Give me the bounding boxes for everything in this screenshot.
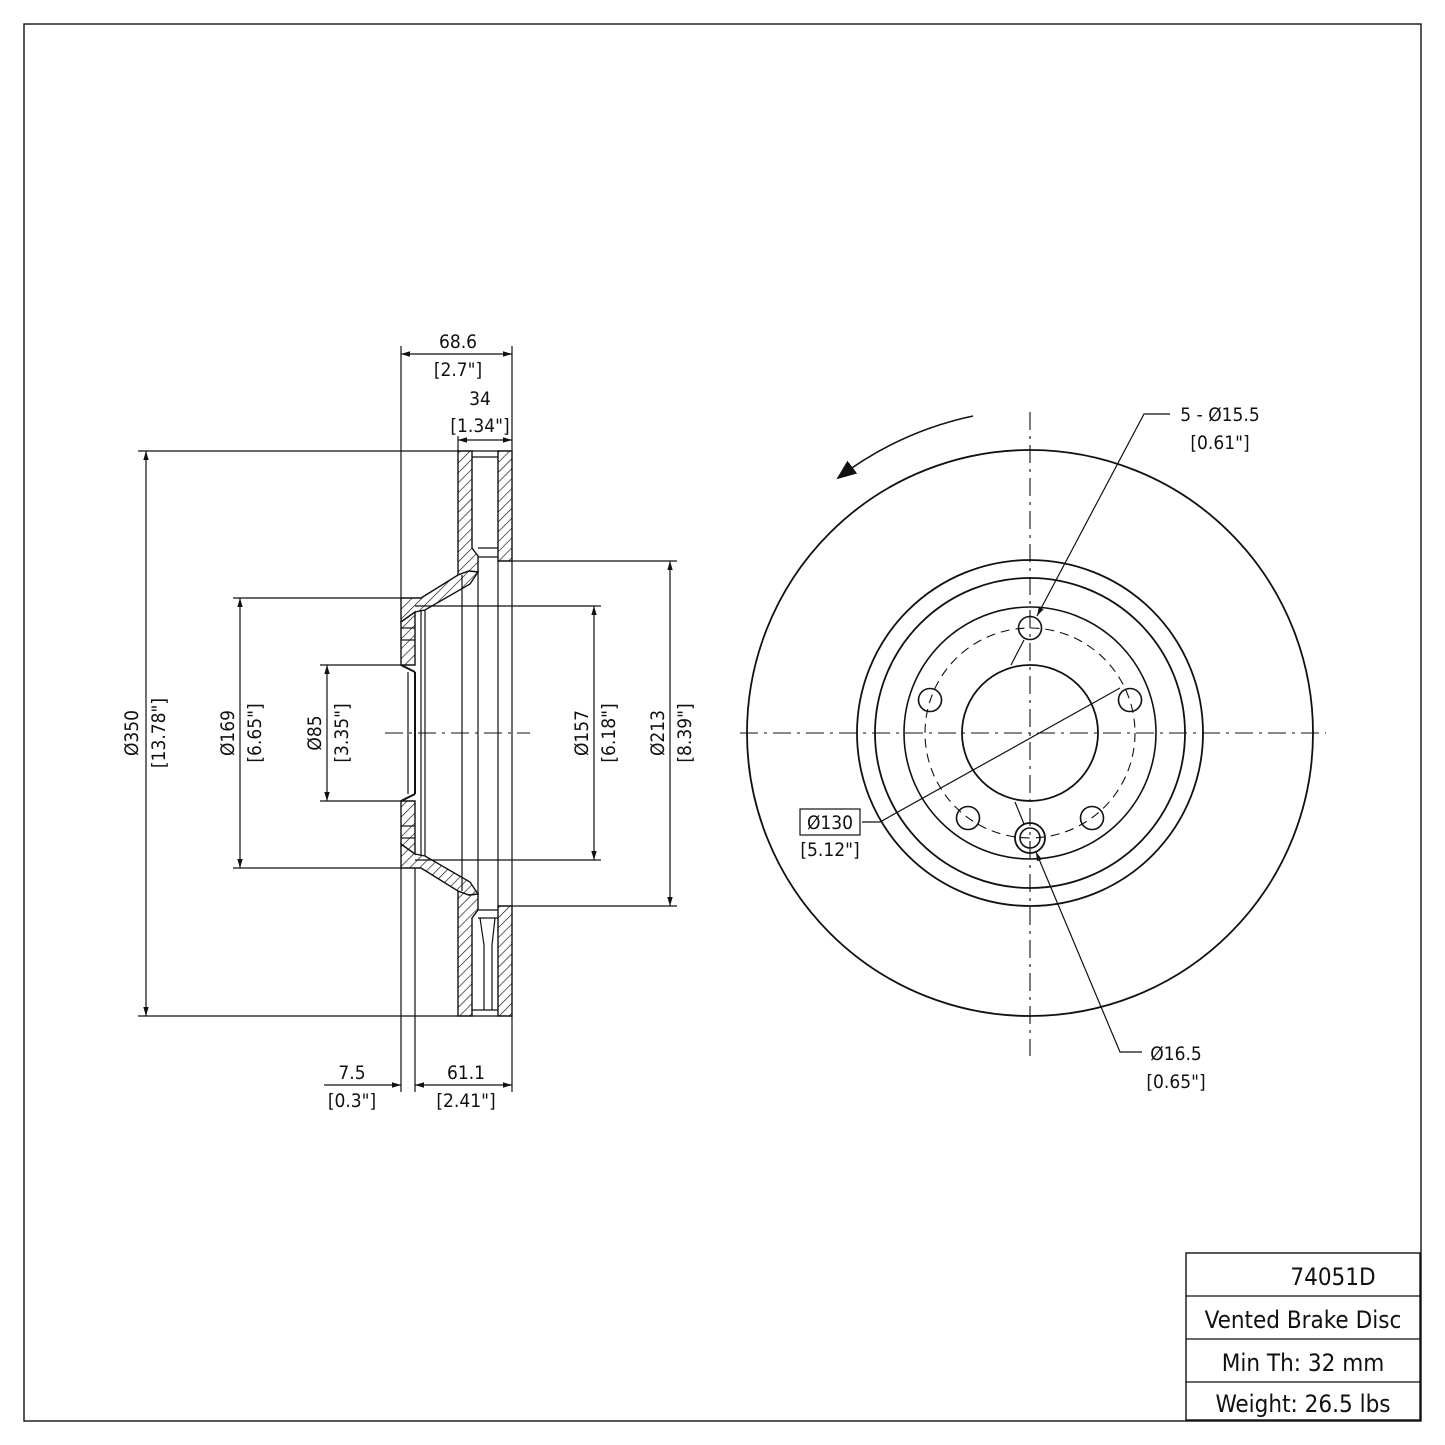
- front-dimension-labels: 5 - Ø15.5 [0.61"] Ø130 [5.12"] Ø16.5 [0.…: [800, 404, 1259, 1093]
- dim-inner-hat-in: [6.18"]: [598, 703, 620, 762]
- dim-friction-inner-mm: Ø213: [647, 710, 669, 756]
- side-dimension-labels: 68.6 [2.7"] 34 [1.34"] 7.5 [0.3"] 61.1 […: [121, 331, 696, 1112]
- rotation-arrow: [836, 415, 974, 480]
- bolt-holes-in: [0.61"]: [1190, 432, 1249, 454]
- bolt-circle-mm: Ø130: [807, 812, 853, 834]
- part-number: 74051D: [1290, 1263, 1375, 1291]
- dim-friction-inner-in: [8.39"]: [674, 703, 696, 762]
- bolt-hole: [1117, 687, 1143, 713]
- dim-center-bore-mm: Ø85: [304, 715, 326, 750]
- center-bore: [961, 664, 1099, 802]
- bolt-circle-label-box: [799, 808, 861, 836]
- dim-hat-height-in: [2.41"]: [436, 1090, 495, 1112]
- friction-inner-edge: [856, 559, 1204, 907]
- dim-overall-width-in: [2.7"]: [434, 359, 482, 381]
- rotor-outer-edge: [746, 449, 1314, 1017]
- hat-inner-edge: [903, 606, 1157, 860]
- hat-outer-edge: [874, 577, 1186, 889]
- side-dimensions: [138, 346, 677, 1092]
- hat-face-lower: [400, 800, 416, 856]
- inner-plate-top: [497, 450, 513, 562]
- side-section-view: [385, 450, 595, 1017]
- dim-center-bore-in: [3.35"]: [331, 703, 353, 762]
- bolt-circle-leader: [862, 687, 1121, 823]
- dim-thickness-in: [1.34"]: [450, 415, 509, 437]
- min-thickness: Min Th: 32 mm: [1222, 1349, 1385, 1377]
- dim-offset-mm: 7.5: [338, 1062, 365, 1084]
- dim-hat-height-mm: 61.1: [447, 1062, 485, 1084]
- bolt-hole: [1017, 615, 1043, 641]
- dim-thickness-mm: 34: [469, 388, 491, 410]
- weight: Weight: 26.5 lbs: [1215, 1390, 1390, 1418]
- stud-hole-leader: [1035, 851, 1142, 1053]
- dim-overall-width-mm: 68.6: [439, 331, 477, 353]
- hat-face-upper: [400, 610, 416, 666]
- bolt-circle-in: [5.12"]: [800, 839, 859, 861]
- front-view: [740, 412, 1326, 1056]
- stud-hole-mm: Ø16.5: [1150, 1043, 1202, 1065]
- bolt-hole: [955, 805, 981, 831]
- drawing-frame: [23, 23, 1422, 1422]
- outer-plate-bottom: [457, 890, 479, 1017]
- dim-hat-diameter-mm: Ø169: [217, 710, 239, 756]
- dim-outer-diameter-in: [13.78"]: [148, 698, 170, 768]
- stud-hole-in: [0.65"]: [1146, 1071, 1205, 1093]
- bolt-hole: [917, 687, 943, 713]
- bore-edge: [400, 664, 416, 673]
- dim-hat-diameter-in: [6.65"]: [244, 703, 266, 762]
- dim-inner-hat-mm: Ø157: [571, 710, 593, 756]
- title-block: 74051D Vented Brake Disc Min Th: 32 mm W…: [1185, 1252, 1421, 1421]
- stud-hole: [1014, 822, 1046, 854]
- bolt-holes-mm: 5 - Ø15.5: [1180, 404, 1259, 426]
- inner-plate-bottom: [497, 905, 513, 1017]
- bolt-circle: [924, 627, 1136, 839]
- dim-offset-in: [0.3"]: [328, 1090, 376, 1112]
- dim-outer-diameter-mm: Ø350: [121, 710, 143, 756]
- part-description: Vented Brake Disc: [1205, 1306, 1402, 1334]
- bolt-hole-leader: [1036, 413, 1170, 617]
- bolt-hole: [1079, 805, 1105, 831]
- outer-plate-top: [457, 450, 479, 576]
